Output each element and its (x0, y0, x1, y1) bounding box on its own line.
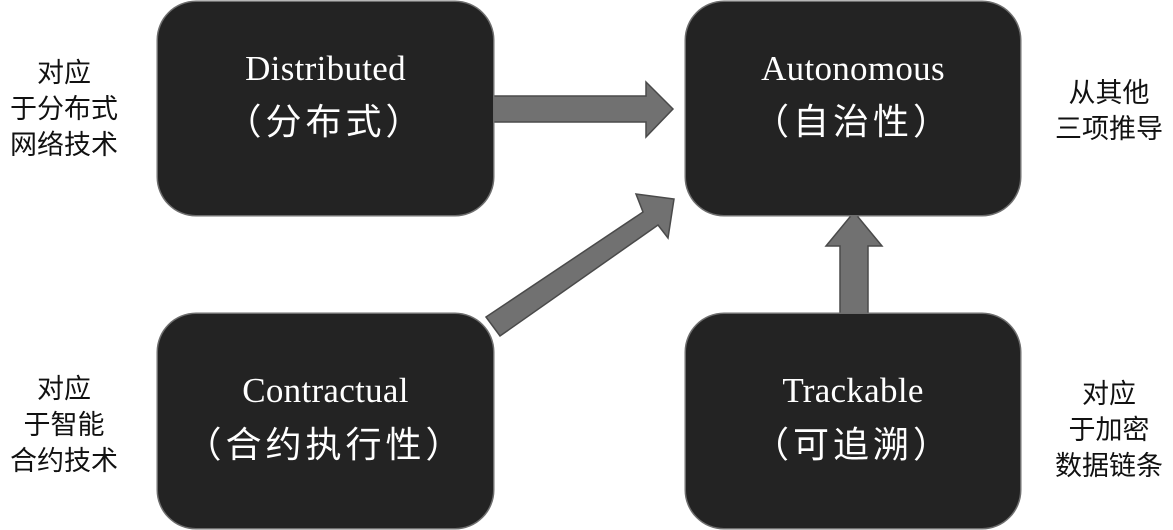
note-line: 于加密 (1068, 415, 1150, 446)
note-trackable: 对应 于加密 数据链条 (1045, 377, 1173, 485)
note-line: 合约技术 (10, 446, 118, 477)
node-trackable: Trackable （可追溯） (686, 314, 1020, 528)
note-line: 于分布式 (10, 94, 118, 125)
arrow-contractual-to-autonomous (484, 193, 675, 338)
node-distributed-label-zh: （分布式） (225, 102, 426, 144)
note-line: 三项推导 (1055, 114, 1163, 145)
note-line: 对应 (1082, 379, 1136, 410)
note-contractual: 对应 于智能 合约技术 (0, 372, 128, 480)
node-trackable-label-zh: （可追溯） (752, 424, 953, 466)
note-line: 对应 (37, 374, 91, 405)
arrow-distributed-to-autonomous (492, 80, 675, 139)
node-autonomous-label-en: Autonomous (761, 48, 945, 88)
node-contractual-label-zh: （合约执行性） (185, 424, 466, 466)
arrow-trackable-to-autonomous (824, 210, 884, 317)
note-line: 从其他 (1068, 78, 1150, 109)
node-autonomous: Autonomous （自治性） (686, 2, 1020, 215)
note-line: 对应 (37, 58, 91, 89)
node-contractual: Contractual （合约执行性） (158, 314, 493, 528)
note-line: 网络技术 (10, 130, 118, 161)
node-distributed-label-en: Distributed (245, 48, 406, 88)
note-line: 于智能 (23, 410, 105, 441)
node-autonomous-label-zh: （自治性） (752, 102, 953, 144)
note-line: 数据链条 (1055, 451, 1163, 482)
node-contractual-label-en: Contractual (242, 371, 409, 411)
node-trackable-label-en: Trackable (782, 371, 924, 411)
note-autonomous: 从其他 三项推导 (1045, 76, 1173, 148)
node-distributed: Distributed （分布式） (158, 2, 493, 215)
note-distributed: 对应 于分布式 网络技术 (0, 56, 128, 164)
